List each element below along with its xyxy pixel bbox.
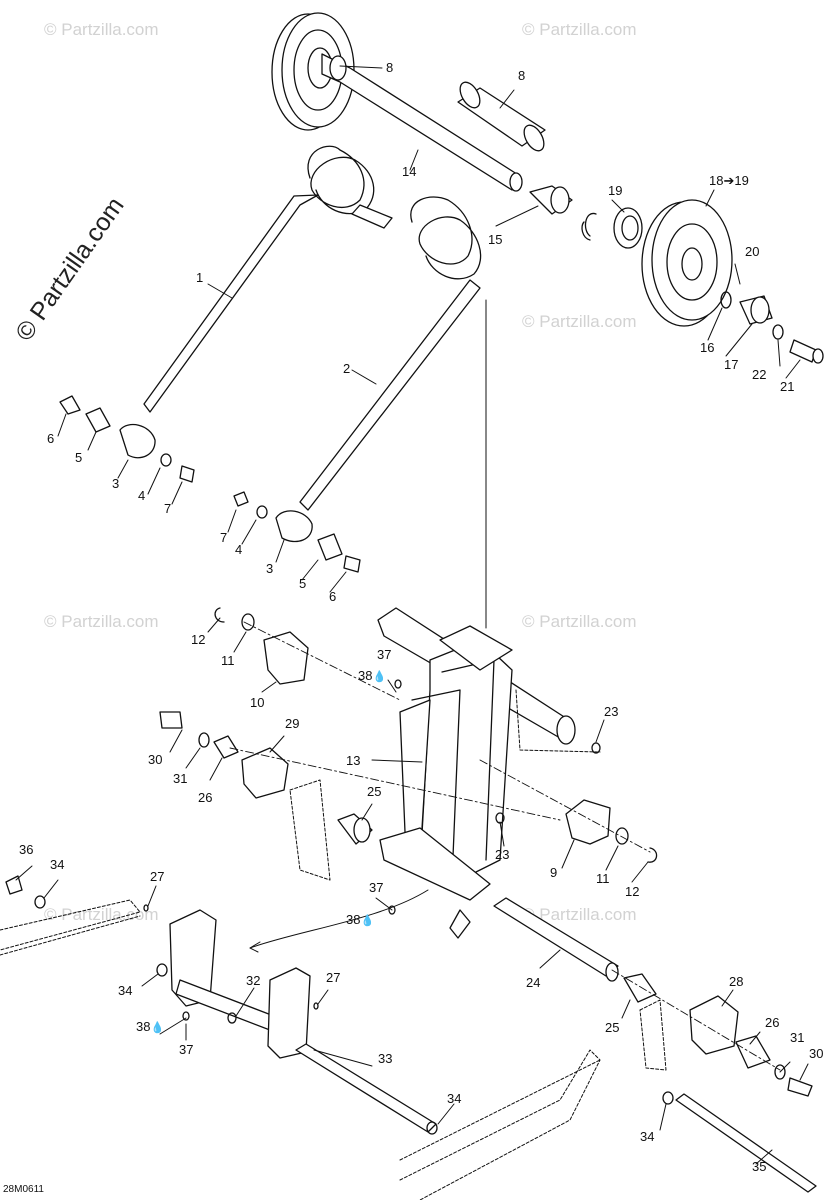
callout-12: 12 <box>191 632 206 647</box>
callout-15: 15 <box>488 232 503 247</box>
axle-14 <box>321 53 523 192</box>
spring-anchor-lower <box>233 491 361 573</box>
watermark: © Partzilla.com <box>44 612 159 631</box>
callout-8: 8 <box>386 60 394 75</box>
torsion-spring-1 <box>143 145 393 413</box>
bushing-25 <box>337 813 373 845</box>
callout-18-19: 18➔19 <box>709 173 749 188</box>
callout-21: 21 <box>780 379 795 394</box>
spring-anchor-upper <box>59 395 195 483</box>
callout-5: 5 <box>299 576 307 591</box>
callout-30: 30 <box>809 1046 824 1061</box>
callout-6: 6 <box>329 589 337 604</box>
watermark: © Partzilla.com <box>44 20 159 39</box>
torsion-spring-2 <box>299 196 482 511</box>
crossbar-35 <box>675 1093 817 1193</box>
phantom-frame <box>0 689 667 1200</box>
idler-wheel-right <box>641 199 733 327</box>
callout-23: 23 <box>495 847 510 862</box>
leader-lines <box>15 65 809 1165</box>
bracket-32 <box>169 909 311 1059</box>
spacer-15 <box>529 185 573 215</box>
callout-34: 34 <box>118 983 133 998</box>
pivot-block-9 <box>565 799 658 863</box>
callout-31: 31 <box>173 771 188 786</box>
callout-32: 32 <box>246 973 261 988</box>
callout-14: 14 <box>402 164 417 179</box>
callout-23: 23 <box>604 704 619 719</box>
callout-8: 8 <box>518 68 526 83</box>
callout-3: 3 <box>112 476 120 491</box>
callout-37: 37 <box>179 1042 194 1057</box>
watermark: © Partzilla.com <box>522 905 637 924</box>
callout-6: 6 <box>47 431 55 446</box>
callout-27: 27 <box>150 869 165 884</box>
pivot-block-10 <box>214 607 309 685</box>
callout-38: 38💧 <box>136 1019 165 1034</box>
callout-31: 31 <box>790 1030 805 1045</box>
callout-25: 25 <box>605 1020 620 1035</box>
callout-33: 33 <box>378 1051 393 1066</box>
callout-35: 35 <box>752 1159 767 1174</box>
callout-22: 22 <box>752 367 767 382</box>
spacer-17 <box>720 291 773 325</box>
callout-26: 26 <box>765 1015 780 1030</box>
callout-4: 4 <box>138 488 146 503</box>
callout-7: 7 <box>220 530 228 545</box>
adjuster-28 <box>623 973 813 1097</box>
watermark: © Partzilla.com <box>522 20 637 39</box>
callout-34: 34 <box>447 1091 462 1106</box>
callout-11: 11 <box>221 653 235 668</box>
callout-37: 37 <box>369 880 384 895</box>
callout-19: 19 <box>608 183 623 198</box>
circlip <box>581 212 597 241</box>
adjuster-29 <box>159 711 289 799</box>
watermark: © Partzilla.com <box>522 312 637 331</box>
crossbar-33 <box>295 1043 437 1133</box>
callout-4: 4 <box>235 542 243 557</box>
callout-12: 12 <box>625 884 640 899</box>
callout-34: 34 <box>50 857 65 872</box>
callout-29: 29 <box>285 716 300 731</box>
callout-27: 27 <box>326 970 341 985</box>
callout-17: 17 <box>724 357 739 372</box>
rear-arm-13 <box>377 607 576 939</box>
oil-drop-icon: 💧 <box>372 671 387 683</box>
callout-37: 37 <box>377 647 392 662</box>
callout-38: 38💧 <box>358 668 387 683</box>
oil-drop-icon: 💧 <box>150 1022 165 1034</box>
sleeve-8 <box>457 81 546 152</box>
callout-38: 38💧 <box>346 912 375 927</box>
callout-25: 25 <box>367 784 382 799</box>
callout-16: 16 <box>700 340 715 355</box>
callout-34: 34 <box>640 1129 655 1144</box>
callout-7: 7 <box>164 501 172 516</box>
washers-34-36 <box>5 679 674 1135</box>
callout-1: 1 <box>196 270 204 285</box>
callout-5: 5 <box>75 450 83 465</box>
callout-24: 24 <box>526 975 541 990</box>
alignment-lines <box>229 621 781 1071</box>
callout-10: 10 <box>250 695 265 710</box>
bolt-21 <box>789 339 824 364</box>
figure-code: 28M0611 <box>3 1184 44 1195</box>
callout-13: 13 <box>346 753 361 768</box>
callout-9: 9 <box>550 865 558 880</box>
callout-30: 30 <box>148 752 163 767</box>
oil-drop-icon: 💧 <box>360 915 375 927</box>
washer-22 <box>772 324 784 340</box>
bearing-19 <box>613 207 643 249</box>
callout-2: 2 <box>343 361 351 376</box>
callout-26: 26 <box>198 790 213 805</box>
callout-20: 20 <box>745 244 760 259</box>
callout-3: 3 <box>266 561 274 576</box>
watermark: © Partzilla.com <box>522 612 637 631</box>
callout-11: 11 <box>596 871 610 886</box>
callout-28: 28 <box>729 974 744 989</box>
cross-shaft-24 <box>493 897 619 982</box>
callout-36: 36 <box>19 842 34 857</box>
